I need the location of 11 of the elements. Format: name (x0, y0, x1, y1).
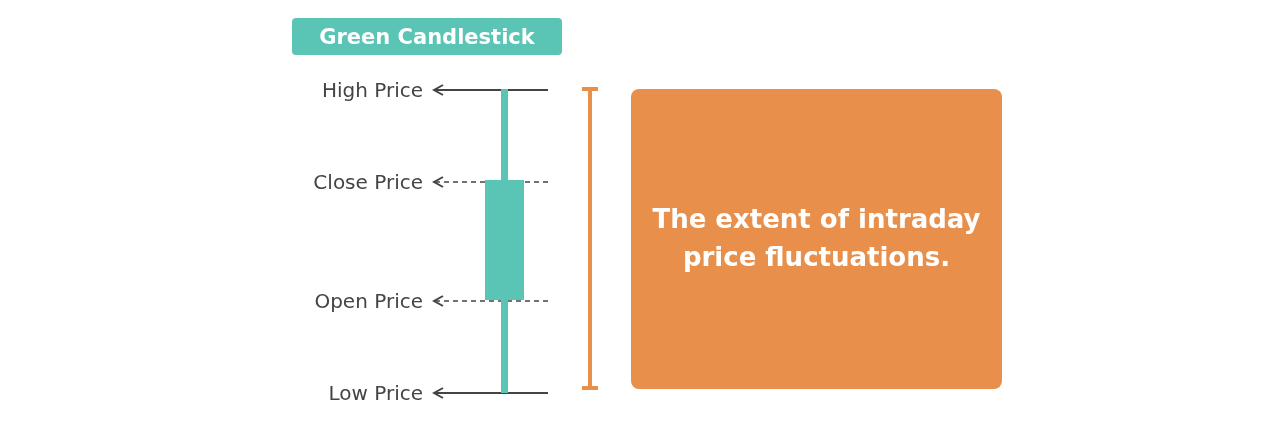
dashed-arrow (433, 295, 549, 307)
title-badge: Green Candlestick (292, 18, 562, 55)
price-label: Low Price (260, 375, 433, 411)
arrow (433, 387, 549, 399)
info-card (631, 89, 1002, 389)
description-text: The extent of intraday price fluctuations. (651, 203, 982, 274)
candlestick-drawing (485, 89, 524, 393)
price-label: High Price (260, 72, 433, 108)
price-label: Close Price (260, 164, 433, 200)
arrow (433, 84, 549, 96)
price-label: Open Price (260, 283, 433, 319)
